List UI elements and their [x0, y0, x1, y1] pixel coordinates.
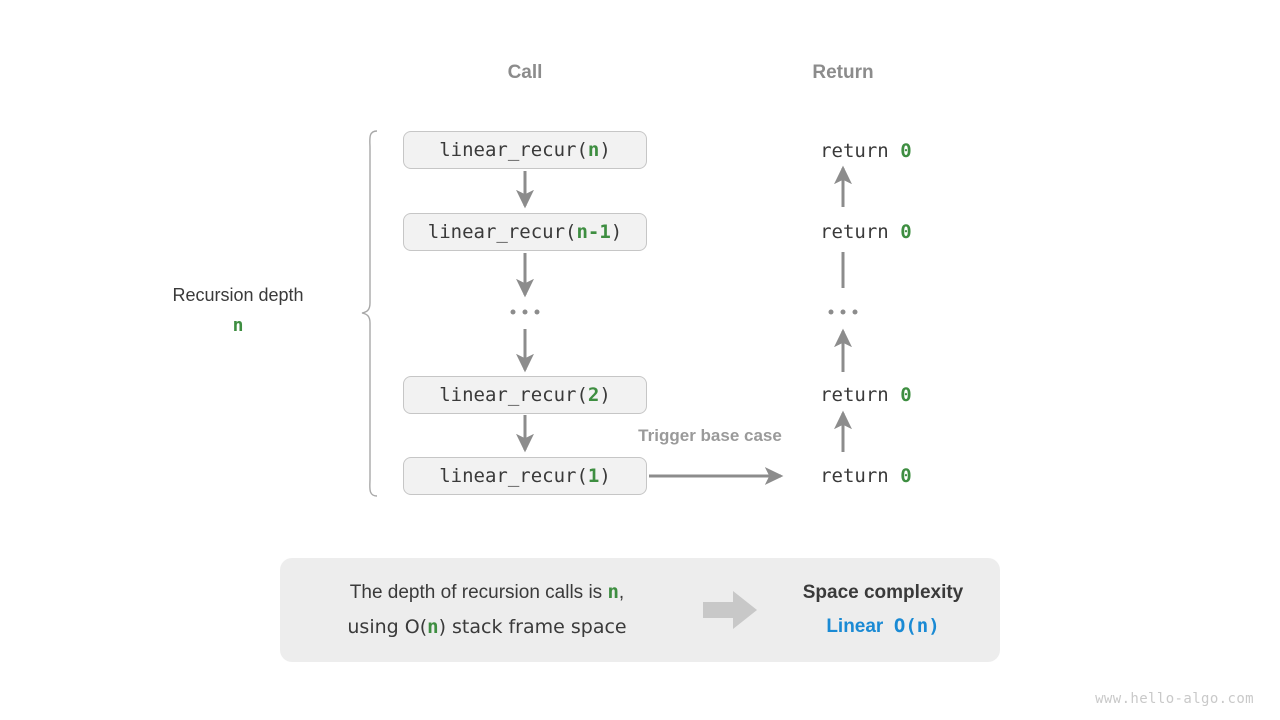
summary-line1-text-b: ,: [618, 581, 625, 603]
call-frame-prefix: linear_recur(: [439, 465, 588, 487]
summary-line1-variable: n: [607, 580, 619, 603]
call-frame-arg: n: [587, 139, 600, 161]
space-complexity-title: Space complexity: [802, 582, 964, 603]
summary-line2-text-a: using O(: [347, 616, 428, 638]
summary-line-2: using O(n) stack frame space: [287, 610, 687, 645]
call-frame-arg: 1: [587, 465, 600, 487]
summary-line1-text-a: The depth of recursion calls is: [349, 581, 608, 603]
summary-conclusion: Space complexity Linear O(n): [773, 582, 993, 638]
recursion-depth-label: Recursion depth n: [172, 285, 303, 336]
call-frame-prefix: linear_recur(: [439, 139, 588, 161]
call-frame-prefix: linear_recur(: [427, 221, 577, 243]
recursion-depth-variable: n: [232, 315, 244, 336]
call-ellipsis-icon: [510, 309, 540, 315]
return-keyword: return: [820, 140, 901, 162]
column-header-call: Call: [507, 62, 543, 83]
footer-url: www.hello-algo.com: [1095, 691, 1254, 707]
space-complexity-value: Linear O(n): [773, 615, 993, 638]
call-frame-suffix: ): [610, 221, 623, 243]
implies-arrow-icon: [703, 591, 757, 629]
call-frame-prefix: linear_recur(: [439, 384, 588, 406]
summary-line2-variable: n: [427, 616, 439, 638]
return-ellipsis-icon: [828, 309, 858, 315]
return-value: 0: [900, 140, 912, 162]
call-frame-suffix: ): [599, 465, 611, 487]
recursion-depth-brace: [361, 130, 378, 497]
return-statement: return 0: [774, 443, 912, 509]
return-value: 0: [900, 465, 912, 487]
return-keyword: return: [820, 221, 901, 243]
call-frame-suffix: ): [599, 384, 611, 406]
summary-line-1: The depth of recursion calls is n,: [287, 575, 687, 610]
return-keyword: return: [820, 384, 901, 406]
recursion-depth-text: Recursion depth: [172, 285, 304, 305]
trigger-base-case-label: Trigger base case: [638, 426, 782, 445]
call-frame-arg: 2: [587, 384, 600, 406]
return-statement: return 0: [774, 362, 912, 428]
call-frame-suffix: ): [599, 139, 611, 161]
call-frame-box: linear_recur(1): [403, 457, 647, 495]
call-frame-box: linear_recur(n): [403, 131, 647, 169]
complexity-word: Linear: [826, 616, 884, 637]
summary-panel: The depth of recursion calls is n, using…: [280, 558, 1000, 662]
return-statement: return 0: [774, 118, 912, 184]
return-value: 0: [900, 221, 912, 243]
call-frame-box: linear_recur(2): [403, 376, 647, 414]
complexity-notation: O(n): [893, 615, 940, 637]
return-keyword: return: [820, 465, 901, 487]
return-value: 0: [900, 384, 912, 406]
call-frame-box: linear_recur(n-1): [403, 213, 647, 251]
summary-line2-text-b: ) stack frame space: [438, 616, 627, 638]
column-header-return: Return: [812, 62, 874, 83]
return-statement: return 0: [774, 199, 912, 265]
call-frame-arg: n-1: [576, 221, 611, 243]
summary-description: The depth of recursion calls is n, using…: [287, 575, 687, 645]
